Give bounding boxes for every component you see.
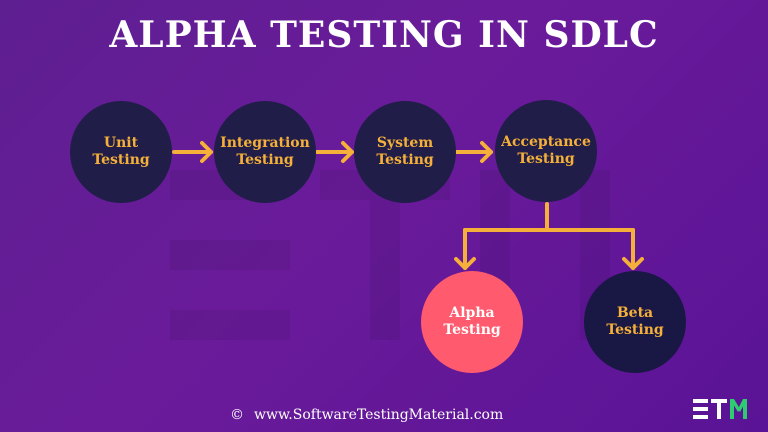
copyright-icon: © [230,407,244,423]
node-alpha-testing: Alpha Testing [421,271,523,373]
arrow-integration-to-system [315,141,354,163]
page-title: ALPHA TESTING IN SDLC [109,14,659,56]
node-beta-testing: Beta Testing [584,271,686,373]
node-label: Alpha Testing [443,305,501,338]
footer-credit: © www.SoftwareTestingMaterial.com [230,407,503,423]
arrow-unit-to-integration [172,141,213,163]
node-integration-testing: Integration Testing [214,101,316,203]
node-label: Acceptance Testing [501,134,591,167]
branch-connector [454,202,644,270]
node-acceptance-testing: Acceptance Testing [495,100,597,202]
node-label: Beta Testing [606,305,664,338]
arrow-system-to-acceptance [454,141,493,163]
node-label: Unit Testing [92,135,150,168]
node-unit-testing: Unit Testing [70,101,172,203]
website-link[interactable]: www.SoftwareTestingMaterial.com [254,407,504,423]
node-label: Integration Testing [220,135,310,168]
stm-logo [693,399,747,419]
node-system-testing: System Testing [354,101,456,203]
node-label: System Testing [376,135,434,168]
